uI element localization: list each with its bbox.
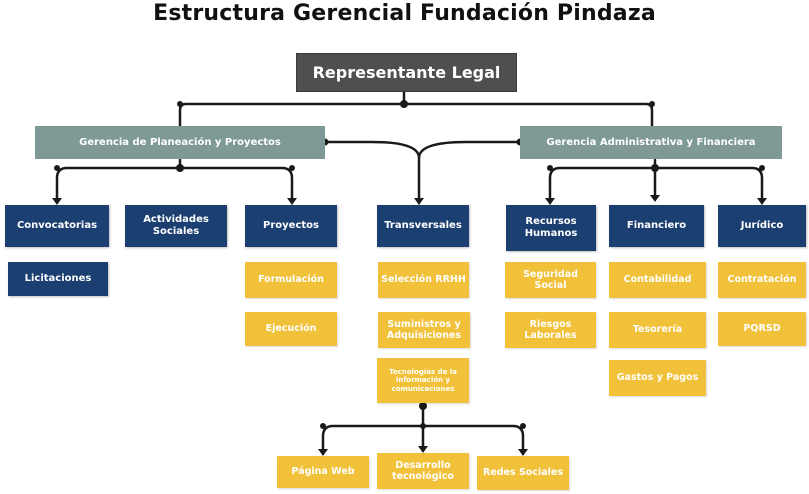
connector-root-gerencias [178,90,654,130]
node-formulacion: Formulación [245,262,337,298]
connector-planeacion-areas [55,158,294,202]
node-contabilidad: Contabilidad [609,262,706,298]
node-seleccion-rrhh: Selección RRHH [378,262,469,298]
node-convocatorias: Convocatorias [5,205,109,247]
node-tecnologias-informacion: Tecnologías de la información y comunica… [377,358,469,403]
node-juridico: Jurídico [718,205,806,247]
node-financiero: Financiero [609,205,704,247]
node-riesgos-laborales: Riesgos Laborales [505,312,596,348]
arrowhead [414,198,424,205]
node-contratacion: Contratación [718,262,806,298]
node-desarrollo-tecnologico: Desarrollo tecnológico [377,453,469,489]
node-gerencia-administrativa: Gerencia Administrativa y Financiera [520,126,782,159]
connector-node [651,164,659,172]
connector-node [176,164,184,172]
node-proyectos: Proyectos [245,205,337,247]
node-gastos-pagos: Gastos y Pagos [609,360,706,396]
connector-node [289,165,295,171]
arrowhead [287,198,297,205]
node-suministros-adquisiciones: Suministros y Adquisiciones [378,312,470,348]
connector-node [649,101,655,107]
node-pqrsd: PQRSD [718,312,806,346]
arrowhead [757,198,767,205]
arrowhead [650,195,660,202]
node-recursos-humanos: Recursos Humanos [506,205,596,251]
connector-node [759,165,765,171]
arrowhead [52,198,62,205]
connector-node [400,100,408,108]
connector-node [520,423,526,429]
connector-node [419,402,427,410]
node-redes-sociales: Redes Sociales [477,456,569,490]
node-actividades-sociales: Actividades Sociales [125,205,227,247]
node-gerencia-planeacion: Gerencia de Planeación y Proyectos [35,126,325,159]
connector-node [54,165,60,171]
node-pagina-web: Página Web [277,456,369,488]
connector-node [547,165,553,171]
node-licitaciones: Licitaciones [8,262,108,296]
connector-node [320,423,326,429]
connector-gerencias-transversales [323,140,522,202]
chart-title: Estructura Gerencial Fundación Pindaza [153,1,656,26]
node-transversales: Transversales [377,205,469,247]
connector-node [420,423,426,429]
arrowhead [518,449,528,456]
connector-node [177,101,183,107]
node-ejecucion: Ejecución [245,312,337,346]
arrowhead [318,449,328,456]
node-seguridad-social: Seguridad Social [505,262,596,298]
node-tesoreria: Tesorería [609,312,706,348]
node-representante-legal: Representante Legal [296,53,517,92]
arrowhead [545,198,555,205]
arrowhead [418,446,428,453]
